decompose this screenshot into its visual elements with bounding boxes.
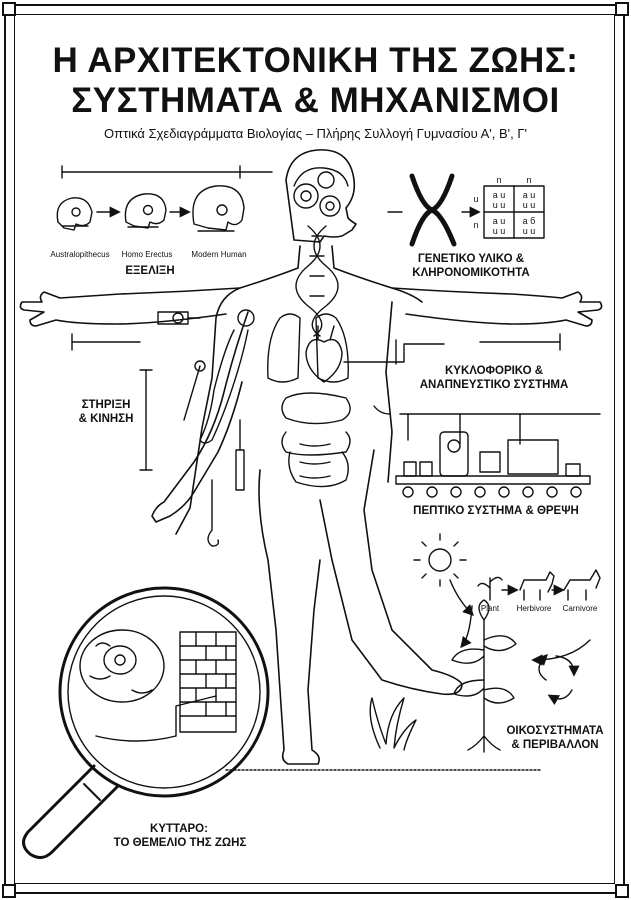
skull-icon-modern-human (192, 185, 245, 232)
energy-arrow (449, 579, 474, 616)
outer-frame (4, 4, 625, 894)
support-label-line2: & ΚΙΝΗΣΗ (78, 413, 134, 425)
digestive-label: ΠΕΠΤΙΚΟ ΣΥΣΤΗΜΑ & ΘΡΕΨΗ (413, 505, 579, 517)
ecosystem-label-line1: ΟΙΚΟΣΥΣΤΗΜΑΤΑ (506, 725, 604, 737)
corner-ornament (615, 2, 629, 16)
genetics-label-line1: ΓΕΝΕΤΙΚΟ ΥΛΙΚΟ & (417, 253, 525, 265)
brain-gears-icon (293, 167, 349, 217)
skull-icon-australopithecus (56, 197, 93, 231)
intestines-icon (281, 392, 351, 488)
plant-icon (477, 576, 503, 601)
corner-ornament (2, 884, 16, 898)
piston-icon (235, 419, 245, 491)
corner-ornament (615, 884, 629, 898)
corner-ornament (2, 2, 16, 16)
skull-label-homo-erectus: Homo Erectus (121, 250, 173, 259)
poster-title-line1: Η ΑΡΧΙΤΕΚΤΟΝΙΚΗ ΤΗΣ ΖΩΗΣ: (52, 41, 579, 80)
lungs-icon (267, 313, 349, 383)
pointer-line (343, 343, 445, 363)
mechanical-link-icon (183, 317, 206, 421)
poster-subtitle: Οπτικά Σχεδιαγράμματα Βιολογίας – Πλήρης… (103, 126, 527, 141)
recycle-icon (536, 654, 580, 706)
punnett-cell: a u u u (522, 190, 536, 210)
food-chain-herbivore: Herbivore (516, 604, 552, 613)
circulatory-label-line2: ΑΝΑΠΝΕΥΣΤΙΚΟ ΣΥΣΤΗΜΑ (419, 379, 569, 391)
skull-label-australopithecus: Australopithecus (50, 250, 110, 259)
food-chain-carnivore: Carnivore (562, 604, 598, 613)
crane-hook-icon (207, 479, 220, 547)
punnett-header: n (526, 175, 532, 185)
evolution-dimension-line (61, 165, 273, 179)
punnett-header: n (496, 175, 502, 185)
brick-wall-icon (179, 631, 237, 733)
cell-label-line2: ΤΟ ΘΕΜΕΛΙΟ ΤΗΣ ΖΩΗΣ (113, 837, 247, 849)
ecosystem-label-line2: & ΠΕΡΙΒΑΛΛΟΝ (511, 739, 599, 751)
chromosome-icon (409, 173, 457, 247)
carnivore-icon (563, 569, 601, 601)
energy-arrow (460, 605, 473, 649)
skull-icon-homo-erectus (124, 193, 167, 229)
grass-icon (369, 697, 417, 751)
circulatory-label-line1: ΚΥΚΛΟΦΟΡΙΚΟ & (444, 365, 544, 377)
punnett-cell: a u u u (492, 190, 506, 210)
cell-label-line1: ΚΥΤΤΑΡΟ: (150, 823, 208, 835)
heart-icon (305, 325, 343, 383)
animal-cell-icon (79, 629, 165, 703)
genetics-label-line2: ΚΛΗΡΟΝΟΜΙΚΟΤΗΤΑ (412, 267, 530, 279)
inner-frame (14, 14, 615, 884)
punnett-square (483, 185, 545, 239)
leg-in-lens-outline (95, 695, 217, 742)
dna-helix-icon (295, 225, 339, 337)
herbivore-icon (519, 571, 555, 601)
poster-title-line2: ΣΥΣΤΗΜΑΤΑ & ΜΗΧΑΝΙΣΜΟΙ (71, 81, 560, 120)
magnifying-glass-icon (22, 586, 270, 859)
support-label-line1: ΣΤΗΡΙΞΗ (81, 399, 131, 411)
skull-label-modern-human: Modern Human (191, 250, 247, 259)
sun-icon (413, 533, 467, 587)
sapling-icon (451, 599, 517, 753)
punnett-cell: a б u u (522, 216, 536, 236)
punnett-side: n (473, 220, 479, 230)
human-body-outline (19, 149, 603, 765)
evolution-label: ΕΞΕΛΙΞΗ (125, 265, 175, 277)
factory-machine-icon (373, 405, 601, 498)
punnett-cell: a u u u (492, 216, 506, 236)
food-chain-plant: Plant (480, 604, 500, 613)
punnett-side: u (473, 194, 479, 204)
